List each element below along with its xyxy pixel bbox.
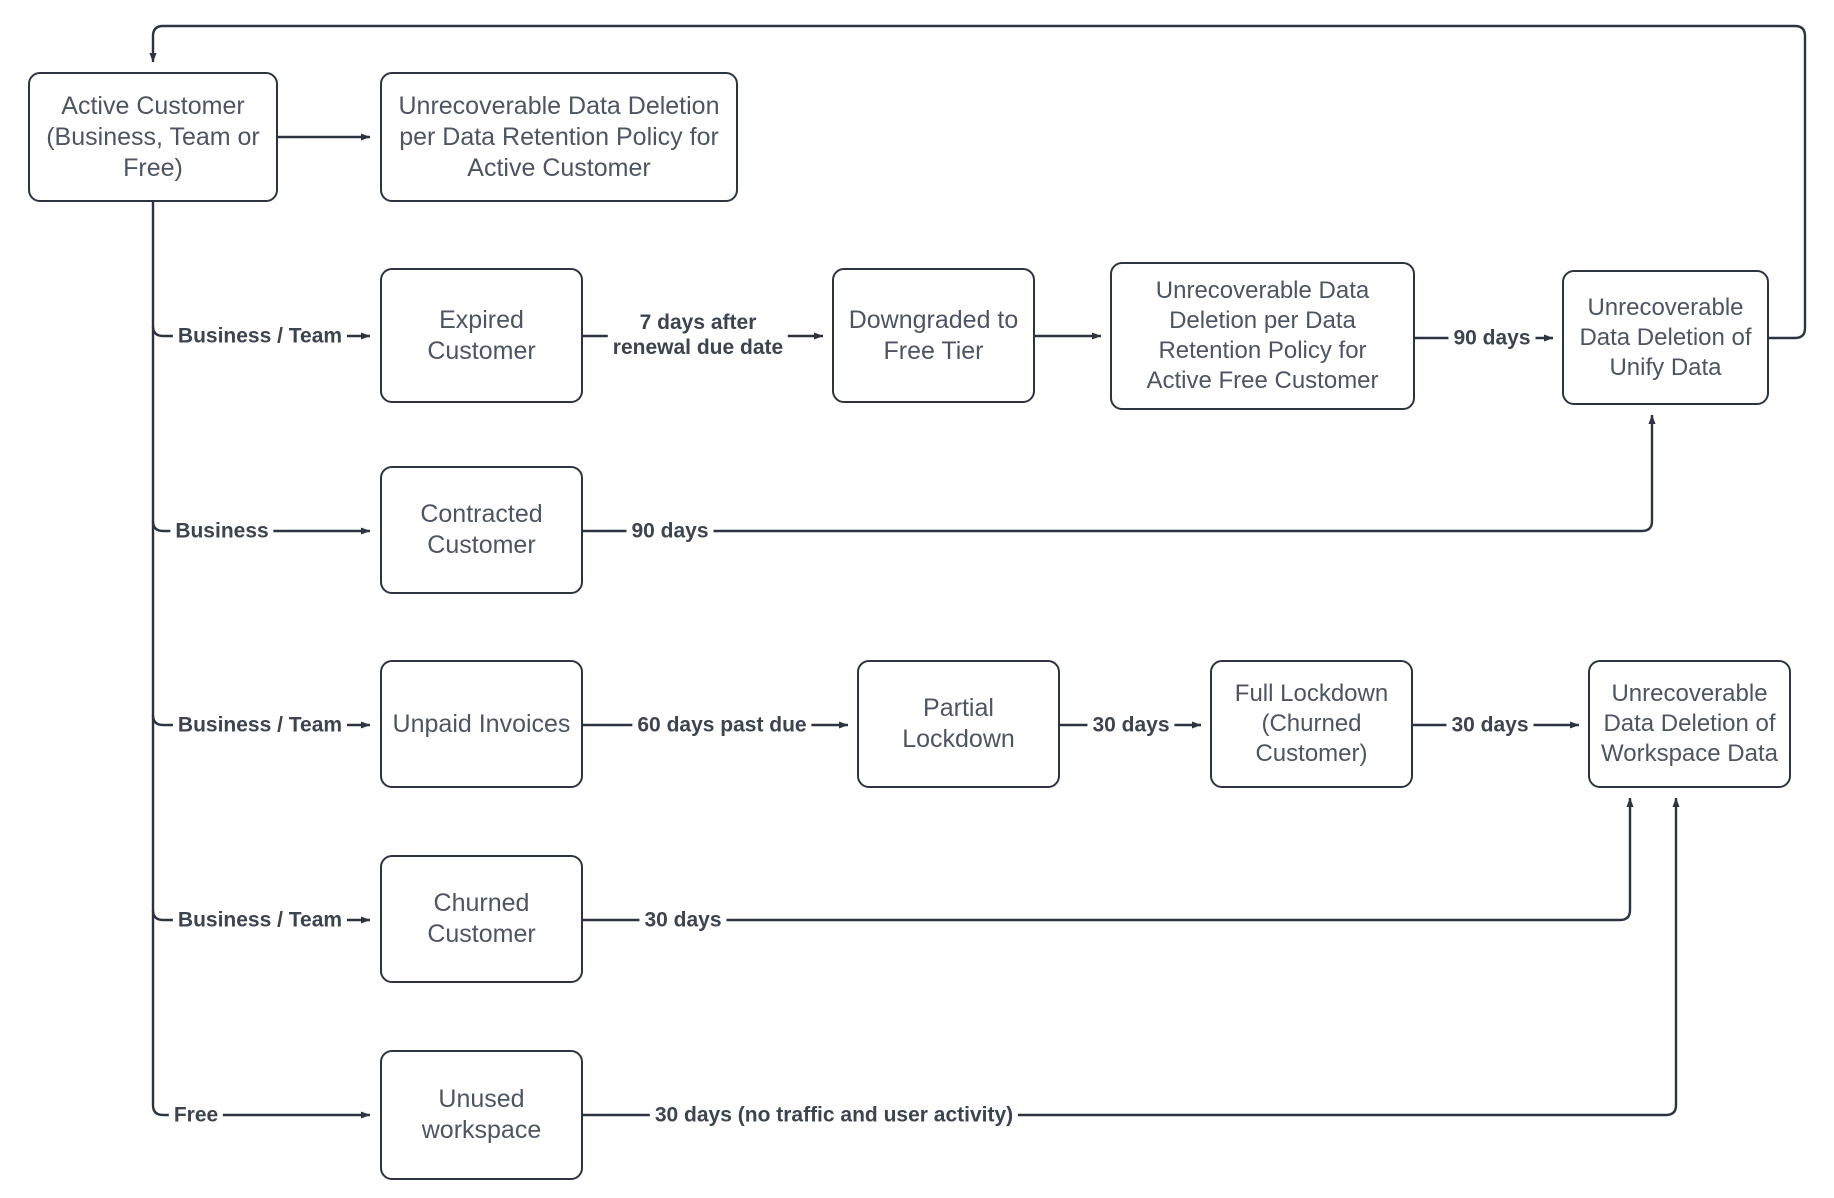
node-deletion-active-customer[interactable]: Unrecoverable Data Deletion per Data Ret… [380,72,738,202]
node-deletion-unify-data[interactable]: Unrecoverable Data Deletion of Unify Dat… [1562,270,1769,405]
node-deletion-workspace-data[interactable]: Unrecoverable Data Deletion of Workspace… [1588,660,1791,788]
edge-label-churned-to-deletion: 30 days [639,907,727,933]
node-partial-lockdown[interactable]: Partial Lockdown [857,660,1060,788]
edge-label-branch-business-team-churned: Business / Team [172,907,348,933]
edge-label-free-deletion-to-unify: 90 days [1448,325,1536,351]
node-active-customer[interactable]: Active Customer (Business, Team or Free) [28,72,278,202]
node-churned-customer[interactable]: Churned Customer [380,855,583,983]
node-expired-customer[interactable]: Expired Customer [380,268,583,403]
edge-label-partial-to-full: 30 days [1087,712,1175,738]
node-unused-workspace[interactable]: Unused workspace [380,1050,583,1180]
node-deletion-active-free-customer[interactable]: Unrecoverable Data Deletion per Data Ret… [1110,262,1415,410]
edge-contracted-to-unify [583,414,1656,533]
edge-label-full-to-deletion: 30 days [1446,712,1534,738]
edge-label-branch-business-team-unpaid: Business / Team [172,712,348,738]
edge-label-branch-free-unused: Free [168,1102,224,1128]
edge-label-expired-to-downgraded: 7 days after renewal due date [607,310,789,360]
edge-churned-to-workspace-deletion [583,797,1634,922]
node-contracted-customer[interactable]: Contracted Customer [380,466,583,594]
edge-unused-to-workspace-deletion [583,797,1680,1117]
edge-label-unpaid-to-partial: 60 days past due [632,712,812,738]
node-full-lockdown[interactable]: Full Lockdown (Churned Customer) [1210,660,1413,788]
edge-label-branch-business-contracted: Business [170,518,274,544]
node-unpaid-invoices[interactable]: Unpaid Invoices [380,660,583,788]
edge-label-unused-to-deletion: 30 days (no traffic and user activity) [649,1102,1019,1128]
edge-label-branch-business-team-expired: Business / Team [172,323,348,349]
node-downgraded-free-tier[interactable]: Downgraded to Free Tier [832,268,1035,403]
edge-label-contracted-to-unify: 90 days [626,518,714,544]
